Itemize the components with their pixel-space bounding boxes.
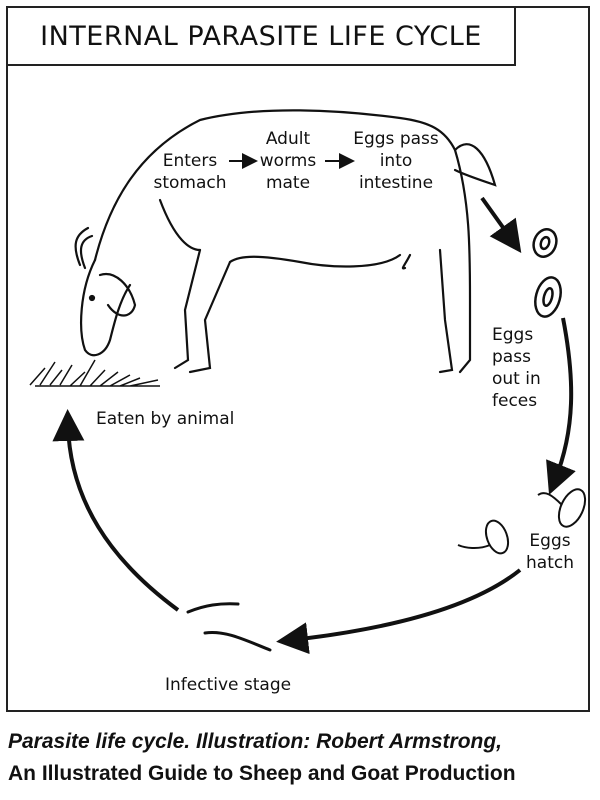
larvae-drawing [186,602,272,652]
label-enters-stomach: Enters stomach [153,151,227,193]
label-adult-worms-mate: Adult worms mate [259,129,317,193]
hatching-eggs-drawing [457,488,587,555]
goat-drawing [74,109,497,374]
title-box: INTERNAL PARASITE LIFE CYCLE [6,6,516,66]
grass-drawing [29,359,160,387]
label-infective-stage: Infective stage [165,675,292,695]
caption-credit: Parasite life cycle. Illustration: Rober… [8,730,503,753]
arrow-to-feces [480,196,522,254]
label-eaten-by-animal: Eaten by animal [96,409,235,429]
label-eggs-hatch: Eggs hatch [526,531,574,573]
caption-source: An Illustrated Guide to Sheep and Goat P… [8,762,516,785]
diagram-title: INTERNAL PARASITE LIFE CYCLE [40,20,482,52]
arrow-to-hatch [546,317,576,495]
arrow-to-infective [276,568,522,655]
eggs-drawing [532,228,562,318]
label-eggs-pass-into-intestine: Eggs pass into intestine [353,129,439,193]
arrow-to-eaten [52,409,180,612]
label-eggs-pass-out-in-feces: Eggs pass out in feces [492,325,541,411]
